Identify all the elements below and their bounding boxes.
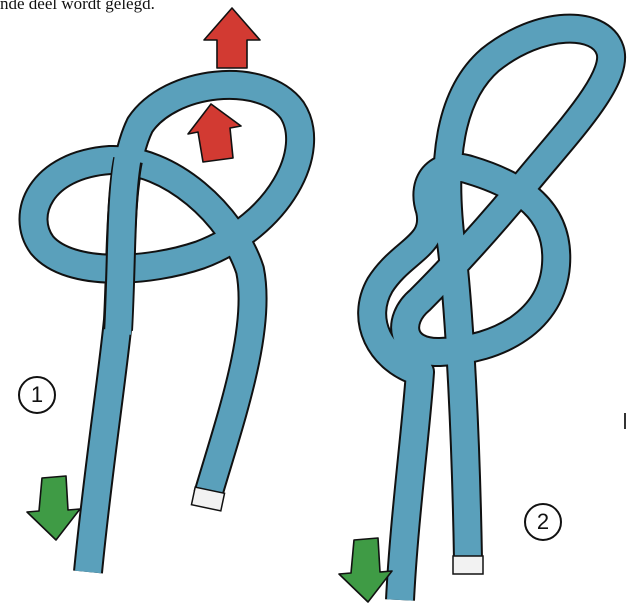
step-badge-1: 1 [18,376,56,414]
red-up-arrow-icon [204,8,260,68]
rope-strand [372,29,611,600]
green-down-arrow-icon [27,476,80,540]
red-up-arrow-icon [188,104,241,162]
knot-step-1 [27,8,300,572]
knot-step-2 [339,29,611,602]
rope-end [453,556,483,574]
edge-mark [624,413,626,429]
green-down-arrow-icon [339,538,392,602]
step-badge-2: 2 [524,503,562,541]
rope-crossing [118,156,128,334]
